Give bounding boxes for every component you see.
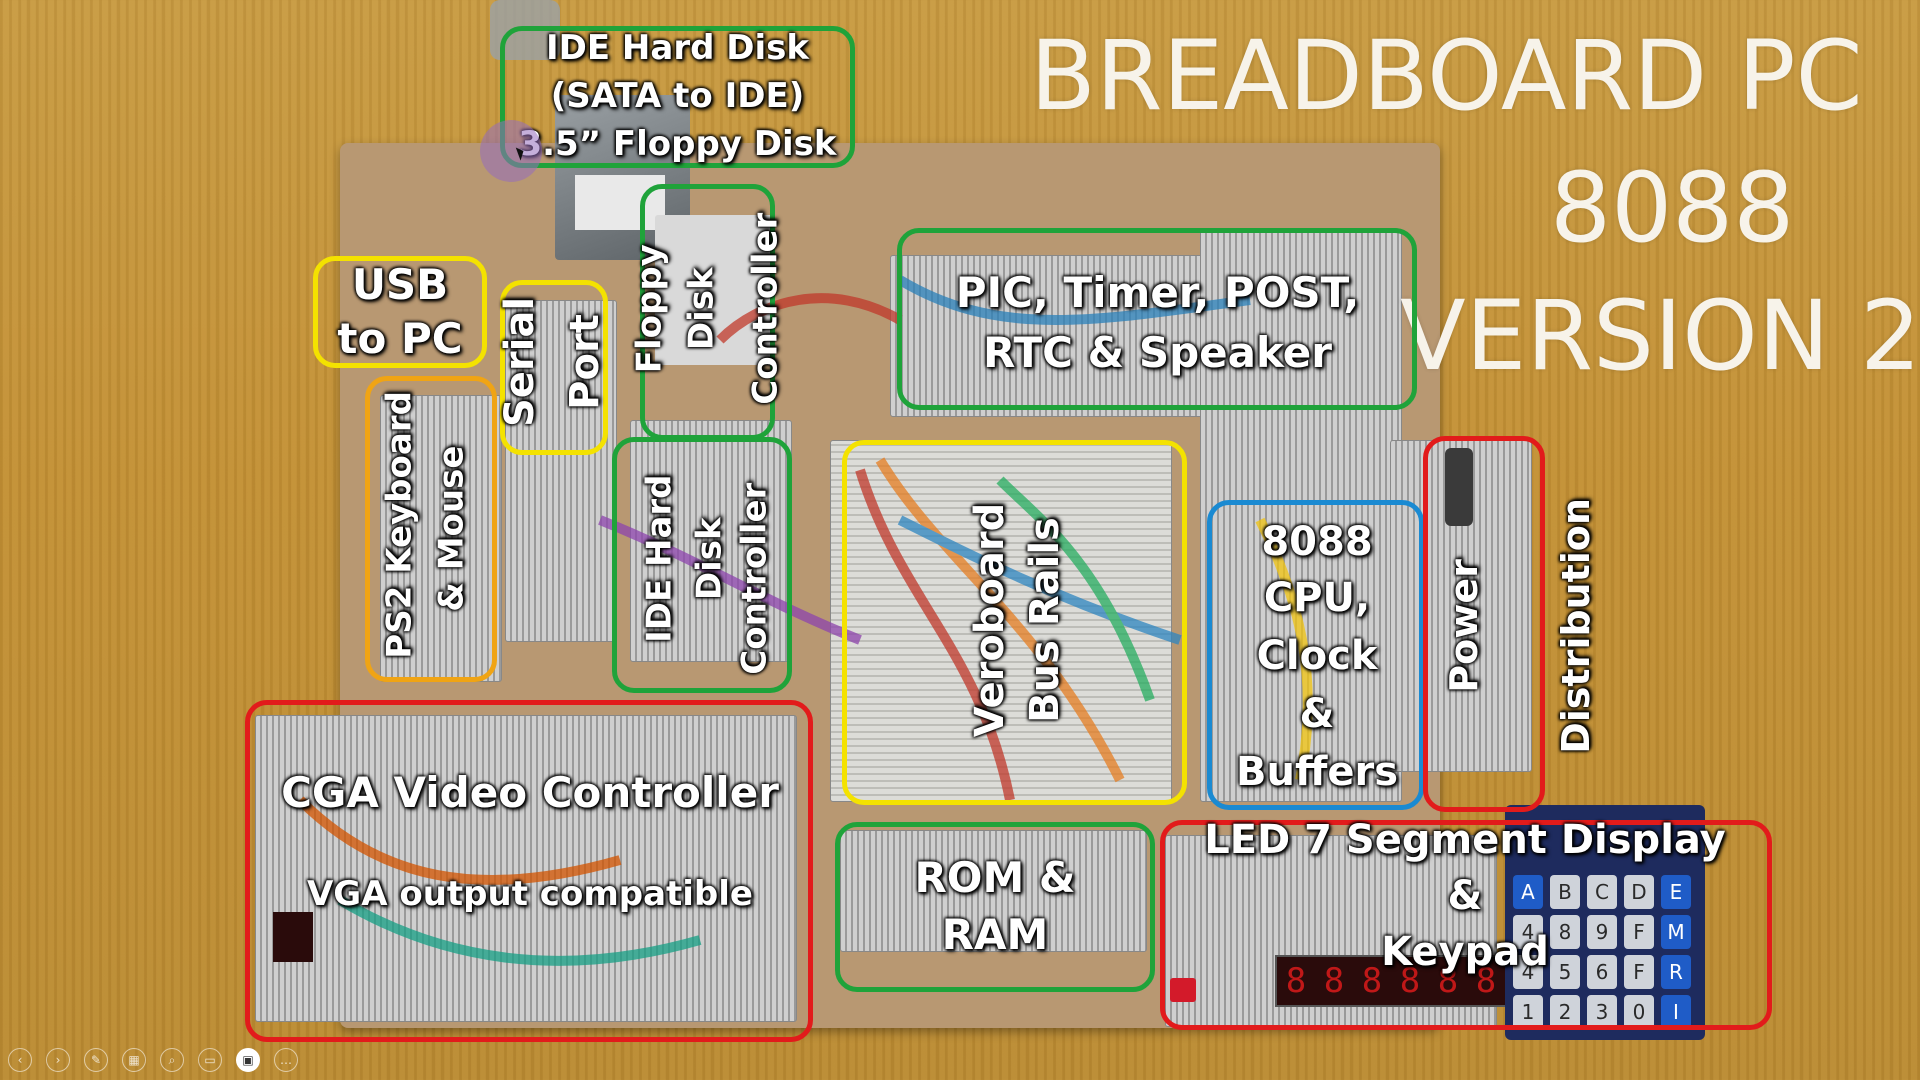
label-cga-1: CGA Video Controller xyxy=(281,768,779,817)
box-pic-timer xyxy=(897,228,1417,410)
label-sata-to-ide: (SATA to IDE) xyxy=(550,76,805,116)
label-led-1: LED 7 Segment Display xyxy=(1204,817,1726,863)
keypad-key[interactable]: F xyxy=(1624,915,1654,949)
keypad: A B C D E 4 8 9 F M 4 5 6 F R 1 2 3 0 I xyxy=(1505,805,1705,1040)
label-floppy-ctrl-2: Disk xyxy=(681,267,722,351)
seg-digit: 8 xyxy=(1323,961,1345,1001)
floppy-drive xyxy=(655,215,775,365)
box-serial xyxy=(500,280,608,455)
keypad-key[interactable]: E xyxy=(1661,875,1691,909)
camera-icon[interactable]: ▣ xyxy=(236,1048,260,1072)
label-pic-line2: RTC & Speaker xyxy=(983,328,1332,377)
breadboard-ps2 xyxy=(380,395,502,682)
label-floppy-ctrl-1: Floppy xyxy=(629,244,670,374)
breadboard-serial xyxy=(505,300,617,642)
keypad-key[interactable]: C xyxy=(1587,875,1617,909)
seg-digit: 8 xyxy=(1285,961,1307,1001)
label-floppy-disk: 3.5” Floppy Disk xyxy=(518,124,837,164)
keypad-key[interactable]: I xyxy=(1661,995,1691,1029)
seven-segment-display: 8 8 8 8 8 8 xyxy=(1275,955,1509,1007)
box-ide-hard-disk xyxy=(500,26,855,168)
keypad-key[interactable]: B xyxy=(1550,875,1580,909)
label-rom-1: ROM & xyxy=(914,853,1076,902)
label-vero-1: Veroboard xyxy=(967,502,1013,738)
breadboard-cpu xyxy=(1200,230,1402,802)
breadboard-rom xyxy=(840,830,1147,952)
box-cga xyxy=(245,700,813,1042)
seg-digit: 8 xyxy=(1475,961,1497,1001)
keypad-key[interactable]: R xyxy=(1661,955,1691,989)
keypad-key[interactable]: 5 xyxy=(1550,955,1580,989)
keypad-key[interactable]: D xyxy=(1624,875,1654,909)
label-vero-2: Bus Rails xyxy=(1022,517,1068,723)
seg-digit: 8 xyxy=(1361,961,1383,1001)
label-cpu-2: CPU, xyxy=(1263,575,1371,621)
video-7seg xyxy=(273,912,313,962)
subtitles-icon[interactable]: ▭ xyxy=(198,1048,222,1072)
label-ide-ctrl-1: IDE Hard xyxy=(639,474,680,643)
label-cpu-3: Clock xyxy=(1256,633,1378,679)
label-serial: Serial xyxy=(497,296,543,428)
label-cga-2: VGA output compatible xyxy=(306,874,753,914)
keypad-key[interactable]: M xyxy=(1661,915,1691,949)
label-led-3: Keypad xyxy=(1381,929,1549,975)
label-port: Port xyxy=(562,314,608,410)
reset-button[interactable] xyxy=(1170,978,1196,1002)
keypad-key[interactable]: 0 xyxy=(1624,995,1654,1029)
keypad-key[interactable]: 9 xyxy=(1587,915,1617,949)
label-power-1: Power xyxy=(1442,559,1487,693)
box-rom-ram xyxy=(835,822,1155,992)
presentation-toolbar: ‹ › ✎ ▦ ⌕ ▭ ▣ … xyxy=(0,1040,310,1080)
keypad-key[interactable]: 8 xyxy=(1550,915,1580,949)
keypad-key[interactable]: 4 xyxy=(1513,955,1543,989)
box-led-keypad xyxy=(1160,820,1772,1030)
label-power-2: Distribution xyxy=(1554,498,1599,754)
keypad-key[interactable]: 2 xyxy=(1550,995,1580,1029)
box-ide-controller xyxy=(612,437,792,693)
box-usb xyxy=(313,256,487,368)
slides-icon[interactable]: ▦ xyxy=(122,1048,146,1072)
power-jack xyxy=(1445,448,1473,526)
prev-icon[interactable]: ‹ xyxy=(8,1048,32,1072)
box-power xyxy=(1423,436,1545,812)
title-line-1: BREADBOARD PC xyxy=(1030,20,1863,132)
keypad-key[interactable]: F xyxy=(1624,955,1654,989)
next-icon[interactable]: › xyxy=(46,1048,70,1072)
label-ps2-line1: PS2 Keyboard xyxy=(379,391,420,659)
box-veroboard xyxy=(842,440,1187,805)
title-line-3: VERSION 2 xyxy=(1400,280,1920,392)
label-cpu-1: 8088 xyxy=(1261,519,1373,565)
seg-digit: 8 xyxy=(1399,961,1421,1001)
title-line-2: 8088 xyxy=(1550,152,1795,264)
pen-icon[interactable]: ✎ xyxy=(84,1048,108,1072)
keypad-key[interactable]: 3 xyxy=(1587,995,1617,1029)
label-rom-2: RAM xyxy=(941,910,1049,959)
label-pic-line1: PIC, Timer, POST, xyxy=(955,268,1360,317)
label-ps2-line2: & Mouse xyxy=(431,445,472,612)
keypad-key[interactable]: 6 xyxy=(1587,955,1617,989)
label-cpu-4: & xyxy=(1299,691,1335,737)
more-icon[interactable]: … xyxy=(274,1048,298,1072)
breadboard-cga xyxy=(255,715,797,1022)
label-to-pc: to PC xyxy=(337,314,463,363)
label-ide-hard-disk: IDE Hard Disk xyxy=(545,28,809,68)
seg-digit: 8 xyxy=(1437,961,1459,1001)
keypad-key[interactable]: 1 xyxy=(1513,995,1543,1029)
box-cpu xyxy=(1207,500,1424,810)
zoom-icon[interactable]: ⌕ xyxy=(160,1048,184,1072)
label-floppy-ctrl-3: Controller xyxy=(745,212,786,405)
keypad-key[interactable]: A xyxy=(1513,875,1543,909)
box-ps2 xyxy=(365,376,497,682)
label-led-2: & xyxy=(1447,873,1483,919)
cursor-highlight xyxy=(480,120,542,182)
label-ide-ctrl-3: Controller xyxy=(734,482,775,675)
keypad-key[interactable]: 4 xyxy=(1513,915,1543,949)
label-ide-ctrl-2: Disk xyxy=(689,517,730,601)
label-usb: USB xyxy=(351,260,449,309)
label-cpu-5: Buffers xyxy=(1235,749,1399,795)
